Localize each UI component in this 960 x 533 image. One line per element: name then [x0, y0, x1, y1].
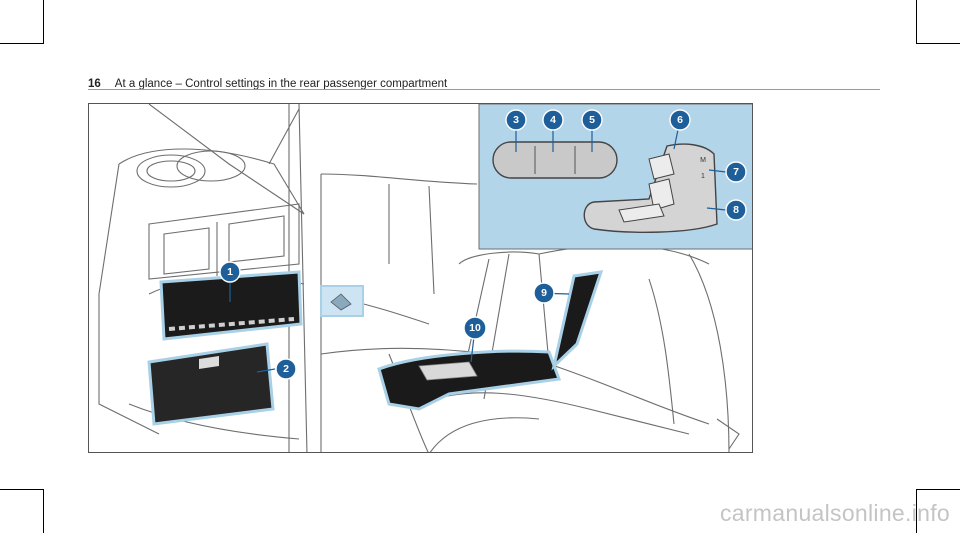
svg-text:4: 4	[550, 114, 556, 126]
crop-mark	[43, 489, 44, 533]
illustration-figure: M 1 1 2 3 4 5 6 7 8 9 10	[88, 103, 753, 453]
svg-text:6: 6	[677, 114, 683, 126]
callout-8: 8	[725, 199, 747, 221]
console-vent-control-highlight	[159, 270, 303, 341]
page-number: 16	[88, 78, 101, 90]
crop-mark	[916, 43, 960, 44]
armrest-highlight	[377, 349, 562, 411]
armrest-tablet	[418, 361, 478, 381]
seat-heating-buttons	[492, 141, 618, 179]
memory-button-label: M	[700, 157, 706, 164]
illustration-svg: M 1 1 2 3 4 5 6 7 8 9 10	[98, 104, 752, 452]
callout-10: 10	[463, 316, 487, 340]
crop-mark	[43, 0, 44, 44]
callout-1: 1	[219, 261, 241, 283]
svg-text:7: 7	[733, 166, 739, 178]
callout-3: 3	[505, 109, 527, 131]
svg-text:3: 3	[513, 114, 519, 126]
callout-7: 7	[725, 161, 747, 183]
svg-text:1: 1	[227, 266, 233, 278]
door-seat-switch-icon	[330, 293, 352, 311]
callout-9: 9	[533, 282, 555, 304]
crop-mark	[916, 489, 917, 533]
seat-side-panel-highlight	[551, 270, 604, 371]
svg-text:10: 10	[469, 322, 481, 334]
line-art	[98, 104, 740, 452]
callout-6: 6	[669, 109, 691, 131]
memory-position-label: 1	[701, 173, 705, 180]
crop-mark	[916, 489, 960, 490]
crop-mark	[0, 489, 44, 490]
storage-compartment-highlight	[147, 342, 275, 426]
page-title: At a glance – Control settings in the re…	[114, 78, 448, 90]
crop-mark	[916, 0, 917, 44]
seat-adjustment-switch	[583, 143, 718, 233]
svg-text:2: 2	[283, 363, 289, 375]
storage-handle	[199, 356, 219, 369]
crop-mark	[0, 43, 44, 44]
callout-4: 4	[542, 109, 564, 131]
page-header: 16 At a glance – Control settings in the …	[88, 76, 880, 92]
console-button-row	[168, 317, 295, 331]
watermark: carmanualsonline.info	[719, 500, 950, 526]
svg-text:5: 5	[589, 114, 595, 126]
svg-text:8: 8	[733, 204, 739, 216]
header-rule	[88, 89, 880, 90]
svg-text:9: 9	[541, 287, 547, 299]
callout-2: 2	[275, 358, 297, 380]
callout-5: 5	[581, 109, 603, 131]
